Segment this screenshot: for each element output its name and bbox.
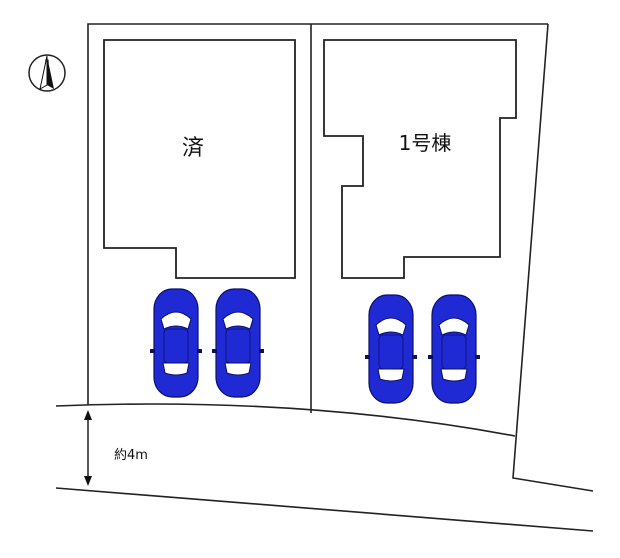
car-rear-window: [377, 368, 405, 382]
car-rear-window: [440, 368, 468, 382]
car-roof: [378, 334, 404, 370]
car-mirror-right: [259, 349, 264, 353]
car-rear-window: [162, 362, 190, 376]
car-lot2-left: [365, 294, 417, 404]
car-lot2-right: [428, 294, 480, 404]
car-lot1-right: [212, 288, 264, 398]
compass-north-label: N: [45, 59, 50, 66]
compass-needle-light: [39, 55, 48, 90]
compass: N: [28, 54, 66, 92]
car-rear-window: [224, 362, 252, 376]
dimension-arrow-top: [84, 410, 92, 420]
left-lot-boundary: [87, 23, 548, 405]
car-mirror-right: [412, 355, 417, 359]
car-roof: [163, 328, 189, 364]
car-windshield: [375, 317, 407, 336]
car-roof: [225, 328, 251, 364]
dimension-arrow-bottom: [84, 476, 92, 486]
lot-boundaries: [55, 23, 594, 532]
car-windshield: [438, 317, 470, 336]
car-mirror-left: [150, 349, 155, 353]
road-edge-north: [55, 403, 516, 437]
right-lot-boundary: [512, 23, 594, 492]
car-mirror-left: [428, 355, 433, 359]
building-sold: 済: [103, 39, 296, 279]
building-sold-label: 済: [182, 136, 204, 161]
car-mirror-left: [212, 349, 217, 353]
parking-cars: [150, 288, 480, 404]
car-windshield: [222, 311, 254, 330]
building-house1-label: 1号棟: [399, 131, 452, 155]
car-mirror-right: [197, 349, 202, 353]
car-lot1-left: [150, 288, 202, 398]
car-windshield: [160, 311, 192, 330]
building-sold-outline: [103, 39, 296, 279]
car-mirror-left: [365, 355, 370, 359]
car-roof: [441, 334, 467, 370]
road-edge-south: [55, 487, 594, 532]
compass-needle: [47, 56, 54, 89]
road-width-label: 約4m: [114, 448, 148, 463]
building-house1-outline: [323, 39, 517, 279]
car-mirror-right: [475, 355, 480, 359]
building-house1: 1号棟: [323, 39, 517, 279]
road-width-dimension: 約4m: [84, 410, 148, 486]
